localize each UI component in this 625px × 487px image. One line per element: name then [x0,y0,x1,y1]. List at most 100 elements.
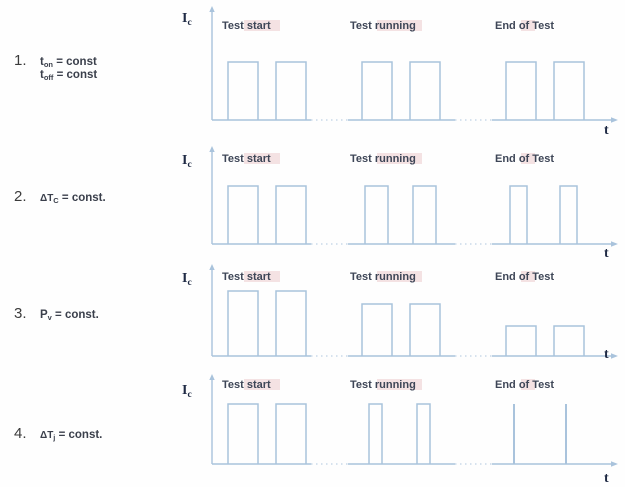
chart-3-pulse-3-2 [553,325,585,356]
chart-3-pulse-1-1 [227,290,259,356]
chart-2-spell-highlight-3 [521,153,535,164]
chart-1-y-axis-arrow [209,6,215,12]
chart-1-pulse-2-2 [409,61,441,120]
condition-3-text: Pv = const. [40,309,99,322]
condition-2-number: 2. [14,188,27,205]
chart-1-pulse-3-2 [553,61,585,120]
condition-3-line-1: Pv = const. [40,309,99,322]
chart-3-x-axis-label: t [604,347,609,362]
chart-1-pulse-3-1 [505,61,537,120]
condition-3-number: 3. [14,305,27,322]
chart-3-y-axis-label: Ic [182,271,192,288]
chart-4-pulse-2-1 [368,403,383,464]
condition-2-line-1: ΔTC = const. [40,192,106,205]
chart-4-pulse-1-1 [227,403,259,464]
condition-1-line-2-base: t [40,69,44,81]
chart-1-spell-highlight-2 [377,20,422,31]
chart-3-spell-highlight-3 [521,271,535,282]
chart-4-spell-highlight-3 [521,379,535,390]
chart-3-phase-label-3: End of Test [495,271,554,283]
chart-2-phase-label-3: End of Test [495,153,554,165]
chart-4-spell-highlight-2 [377,379,422,390]
chart-2-x-axis-label: t [604,246,609,258]
chart-2-pulse-1-1 [227,185,259,244]
chart-1-pulse-1-1 [227,61,259,120]
chart-4-pulse-2-2 [416,403,431,464]
condition-1-line-2-rest: = const [53,69,98,81]
condition-4-line-1-sub: j [53,433,56,442]
chart-2-spell-highlight-1 [244,153,280,164]
chart-1-y-axis-label: Ic [182,11,192,28]
chart-1-spell-highlight-1 [244,20,280,31]
chart-3-svg: Ic t Test start Test running End of Test [182,264,618,362]
condition-4-line-1-base: ΔT [40,430,54,441]
chart-2-pulse-2-1 [364,185,389,244]
chart-3-pulse-2-2 [409,303,441,356]
chart-1-phase-label-1: Test start [222,20,271,32]
chart-4-svg: Ic t Test start Test running End of Test [182,374,618,486]
chart-2-phase-label-1: Test start [222,153,271,165]
chart-2-phase-label-2: Test running [350,153,416,165]
condition-2-line-1-sub: C [53,196,59,205]
condition-1: 1. ton = const toff = const [14,52,97,82]
condition-1-line-2-sub: off [43,73,54,82]
chart-2-pulse-2-2 [412,185,437,244]
condition-1-line-1-sub: on [43,60,54,69]
condition-1-line-2: toff = const [40,69,97,82]
condition-4-text: ΔTj = const. [40,429,102,442]
chart-3-y-axis-arrow [209,264,215,270]
condition-3-line-1-sub: v [47,313,52,322]
chart-4-x-axis-arrow [611,461,618,467]
condition-4: 4. ΔTj = const. [14,425,102,442]
chart-4-phase-label-2: Test running [350,379,416,391]
chart-2-y-axis-label: Ic [182,153,192,170]
condition-4-number: 4. [14,425,27,442]
chart-4: Ic t Test start Test running End of Test [180,368,625,487]
chart-4-y-axis-label: Ic [182,383,192,400]
chart-3: Ic t Test start Test running End of Test [180,258,625,370]
chart-1-spell-highlight-3 [521,20,535,31]
chart-4-spell-highlight-1 [244,379,280,390]
condition-4-line-1: ΔTj = const. [40,429,102,442]
chart-3-spell-highlight-1 [244,271,280,282]
chart-4-phase-label-1: Test start [222,379,271,391]
chart-1-phase-label-2: Test running [350,20,416,32]
chart-4-y-axis-arrow [209,374,215,380]
chart-1-pulse-2-1 [361,61,393,120]
chart-4-x-axis-label: t [604,471,609,486]
chart-2-y-axis-arrow [209,146,215,152]
chart-3-pulse-2-1 [361,303,393,356]
chart-2-pulse-1-2 [275,185,307,244]
chart-1-x-axis-arrow [611,117,618,123]
chart-3-phase-label-1: Test start [222,271,271,283]
chart-2: Ic t Test start Test running End of Test [180,140,625,258]
condition-1-line-1-base: t [40,56,44,68]
condition-3: 3. Pv = const. [14,305,99,322]
chart-2-pulse-3-2 [559,185,578,244]
chart-2-spell-highlight-2 [377,153,422,164]
condition-1-number: 1. [14,52,27,69]
chart-4-pulse-1-2 [275,403,307,464]
chart-3-phase-label-2: Test running [350,271,416,283]
condition-1-line-1: ton = const [40,56,97,69]
chart-1-phase-label-3: End of Test [495,20,554,32]
chart-3-pulse-1-2 [275,290,307,356]
chart-4-phase-label-3: End of Test [495,379,554,391]
chart-3-x-axis-arrow [611,353,618,359]
chart-1-pulse-1-2 [275,61,307,120]
chart-3-pulse-3-1 [505,325,537,356]
condition-2-line-1-base: ΔT [40,193,54,204]
condition-3-line-1-base: P [40,309,48,321]
condition-2: 2. ΔTC = const. [14,188,106,205]
condition-4-line-1-rest: = const. [55,429,103,441]
condition-1-text: ton = const toff = const [40,56,97,82]
chart-1-x-axis-label: t [604,123,609,135]
chart-2-x-axis-arrow [611,241,618,247]
chart-1-svg: Ic t Test start Test running End of Test [182,6,618,135]
condition-3-line-1-rest: = const. [51,309,99,321]
chart-1: Ic t Test start Test running End of Test [180,0,625,135]
condition-1-line-1-rest: = const [53,56,97,68]
chart-2-svg: Ic t Test start Test running End of Test [182,146,618,258]
condition-2-line-1-rest: = const. [58,192,106,204]
